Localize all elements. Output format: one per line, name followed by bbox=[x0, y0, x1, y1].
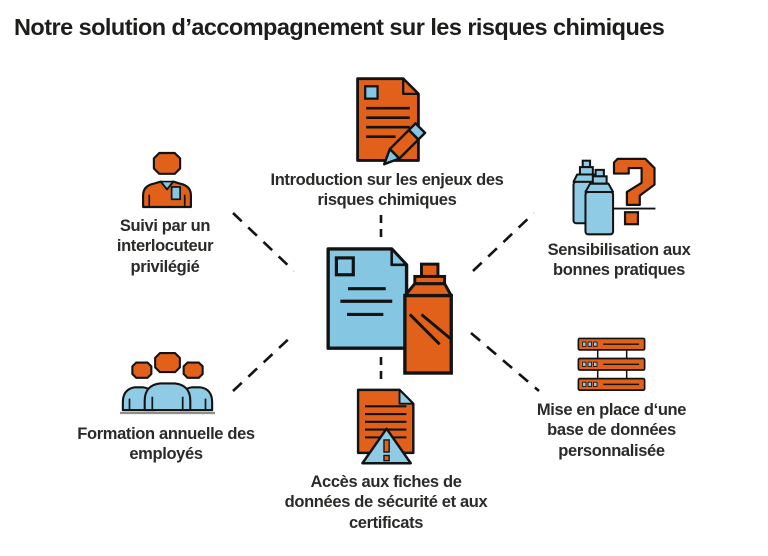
label-formation: Formation annuelle des employés bbox=[77, 425, 255, 464]
connector-right-top bbox=[472, 212, 535, 272]
label-sensibilisation: Sensibilisation aux bonnes pratiques bbox=[547, 241, 691, 280]
label-intro: Introduction sur les enjeux des risques … bbox=[270, 171, 504, 210]
warning-triangle bbox=[361, 427, 412, 465]
person bbox=[142, 151, 192, 209]
page-title: Notre solution d’accompagnement sur les … bbox=[14, 14, 665, 40]
server-bar-1 bbox=[577, 337, 646, 351]
connector-left-top bbox=[232, 212, 295, 272]
server-bar-2 bbox=[577, 357, 646, 371]
label-suivi: Suivi par un interlocuteur privilégié bbox=[116, 217, 214, 276]
server-connectors bbox=[596, 349, 628, 379]
bottom-document bbox=[356, 388, 415, 455]
safety-data-sheet-icon bbox=[346, 387, 428, 467]
center-document bbox=[326, 247, 409, 350]
center-spray-can bbox=[403, 262, 453, 375]
spray-cans-question-icon bbox=[567, 157, 661, 238]
label-fiches: Accès aux fiches de données de sécurité … bbox=[284, 473, 488, 532]
employees-group-icon bbox=[120, 351, 215, 415]
advisor-person-icon bbox=[140, 147, 194, 213]
document-spray-can-icon bbox=[320, 244, 460, 378]
label-database: Mise en place d‘une base de données pers… bbox=[536, 401, 687, 460]
connector-right-bottom bbox=[470, 332, 540, 392]
document-pencil-icon bbox=[335, 73, 441, 168]
person-center bbox=[143, 352, 192, 412]
server-bar-3 bbox=[577, 377, 646, 391]
pencil bbox=[382, 122, 427, 166]
connector-left-bottom bbox=[232, 333, 295, 392]
database-servers-icon bbox=[577, 337, 646, 393]
spray-bottle-front bbox=[584, 168, 615, 236]
question-mark bbox=[612, 157, 656, 226]
